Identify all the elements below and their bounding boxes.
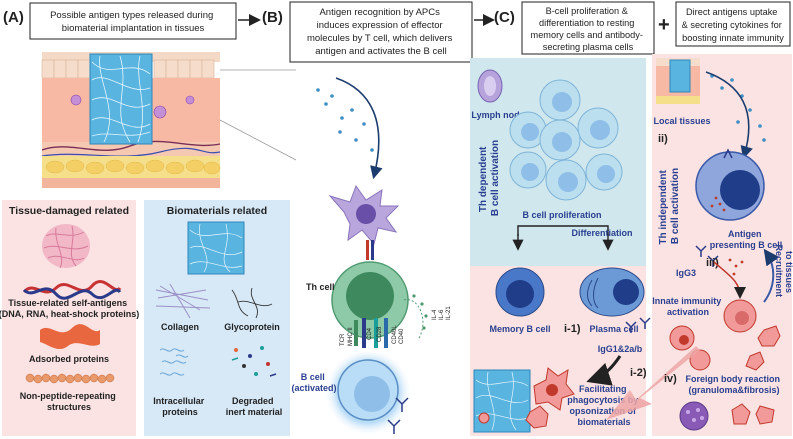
zoom-line-2 <box>219 119 297 161</box>
recruitment-label: Recruitment to tissues <box>774 244 793 299</box>
differentiation-bracket <box>517 225 609 236</box>
th-independent-panel <box>652 54 792 436</box>
b-cell-proliferation-label: B cell proliferation <box>522 210 601 220</box>
intracellular-label: Intracellular proteins <box>153 396 207 417</box>
antigen-dots-c <box>710 74 766 142</box>
plasma-cell-label: Plasma cell <box>589 324 638 334</box>
apc-b-cell-label: Antigen presenting B cell <box>710 229 783 250</box>
step-i2-label: i-2) <box>630 367 647 379</box>
mhc-label: MHC II <box>348 327 354 346</box>
granuloma-cells <box>679 401 775 431</box>
step-iii-label: iii) <box>706 257 719 269</box>
il21-label: IL-21 <box>446 306 452 320</box>
cd4-label: CD4 <box>367 327 373 340</box>
dna-strand-blue <box>22 287 122 300</box>
cd28-label: CD28 <box>377 326 383 342</box>
panel-c-header-text: B-cell proliferation & differentiation t… <box>531 6 646 52</box>
degraded-label: Degraded inert material <box>226 396 283 417</box>
opsonization-arrow <box>586 355 622 386</box>
panel-c-letter: (C) <box>494 9 515 26</box>
igg-label: IgG1&2a/b <box>598 344 643 354</box>
fbr-big-arrow <box>606 346 700 420</box>
panel-b-header-text: Antigen recognition by APCs induces expr… <box>307 7 455 57</box>
panel-c-header-box <box>521 1 655 55</box>
apc-granules <box>710 196 726 212</box>
facilitating-label: Facilitating phagocytosis by opsonizatio… <box>567 384 641 427</box>
cytokine-path <box>403 299 424 341</box>
repeating-structure <box>25 373 115 384</box>
th-dependent-vertical-label: Th dependent B cell activation <box>478 140 501 216</box>
igg3-label: IgG3 <box>676 268 696 278</box>
differentiation-label: Differentiation <box>571 228 632 238</box>
degraded-material-icon <box>231 346 277 377</box>
lymph-node-label: Lymph node <box>471 110 524 120</box>
glycoprotein-fibers <box>231 287 273 319</box>
macrophages-opsonization <box>525 367 575 429</box>
panel-b-header-box <box>289 1 473 63</box>
biomaterial-scaffold <box>187 221 245 275</box>
intracellular-proteins-icon <box>159 348 189 376</box>
th-cell <box>331 261 409 339</box>
antigen-dots-b <box>316 88 374 152</box>
th-independent-vertical-label: Th independent B cell activation <box>658 167 681 244</box>
panel-d-header-text: Direct antigens uptake & secreting cytok… <box>682 7 785 43</box>
nonpeptide-label: Non-peptide-repeating structures <box>20 391 119 412</box>
panel-b-letter: (B) <box>262 9 283 26</box>
tcr-label: TCR <box>340 333 346 346</box>
step-i1-label: i-1) <box>564 323 581 335</box>
b-cell-activated-label: B cell (activated) <box>291 372 336 393</box>
collagen-fibers <box>155 283 211 319</box>
th-cell-label: Th cell <box>306 282 335 292</box>
cd40-label: CD40 <box>399 328 405 344</box>
plus-sign: + <box>658 14 670 36</box>
recruitment-arrow <box>763 248 780 303</box>
step-ii-label: ii) <box>658 133 668 145</box>
tissue-damaged-title: Tissue-damaged related <box>9 205 129 217</box>
innate-activation-label: Innate immunity activation <box>652 296 724 317</box>
panel-d-header-box <box>675 1 791 47</box>
activated-b-cell <box>324 348 412 436</box>
plasma-cell <box>579 267 645 317</box>
local-tissues-label: Local tissues <box>653 116 710 126</box>
mhc-ii-bar <box>366 240 369 260</box>
self-antigen-blob <box>42 224 90 269</box>
collagen-label: Collagen <box>161 322 199 332</box>
cytokine-arrow <box>713 261 746 299</box>
proliferating-nuclei <box>521 92 615 192</box>
panel-a-header-box <box>29 2 237 40</box>
il4-label: IL-4 <box>432 309 438 320</box>
antigen-uptake-arrow <box>335 77 383 180</box>
innate-cells <box>669 299 781 371</box>
direct-uptake-arrow <box>705 71 753 160</box>
costimulatory-molecules <box>354 318 388 348</box>
memory-b-cell-label: Memory B cell <box>489 324 550 334</box>
lymph-node-icon <box>477 69 503 103</box>
panel-a-header-text: Possible antigen types released during b… <box>50 10 216 34</box>
cd40l-label: CD40L <box>392 325 398 344</box>
tissue-illustration <box>41 52 221 188</box>
igg3-antibody-icons <box>695 245 719 267</box>
antigen-presenting-b-cell <box>695 148 765 221</box>
fbr-label: Foreign body reaction (granuloma&fibrosi… <box>685 374 782 395</box>
antibody-icons <box>625 317 651 333</box>
adsorbed-protein-shape <box>40 324 100 350</box>
adsorbed-proteins-label: Adsorbed proteins <box>29 354 109 364</box>
tcr-bar <box>371 240 374 260</box>
self-antigens-label: Tissue-related self-antigens (DNA, RNA, … <box>0 298 139 319</box>
glycoprotein-label: Glycoprotein <box>224 322 280 332</box>
bcr-antibody-icons <box>387 397 409 434</box>
apc-dendritic-cell <box>328 184 400 246</box>
local-tissue-thumb <box>656 58 700 104</box>
il6-label: IL-6 <box>439 309 445 320</box>
cytokine-dots <box>412 294 428 330</box>
step-iv-label: iv) <box>664 373 677 385</box>
opsonization-scaffold <box>473 369 531 433</box>
cytokine-dots-c <box>728 258 744 276</box>
memory-b-cell <box>495 267 545 317</box>
biomaterials-title: Biomaterials related <box>167 205 267 217</box>
panel-a-letter: (A) <box>3 9 24 26</box>
